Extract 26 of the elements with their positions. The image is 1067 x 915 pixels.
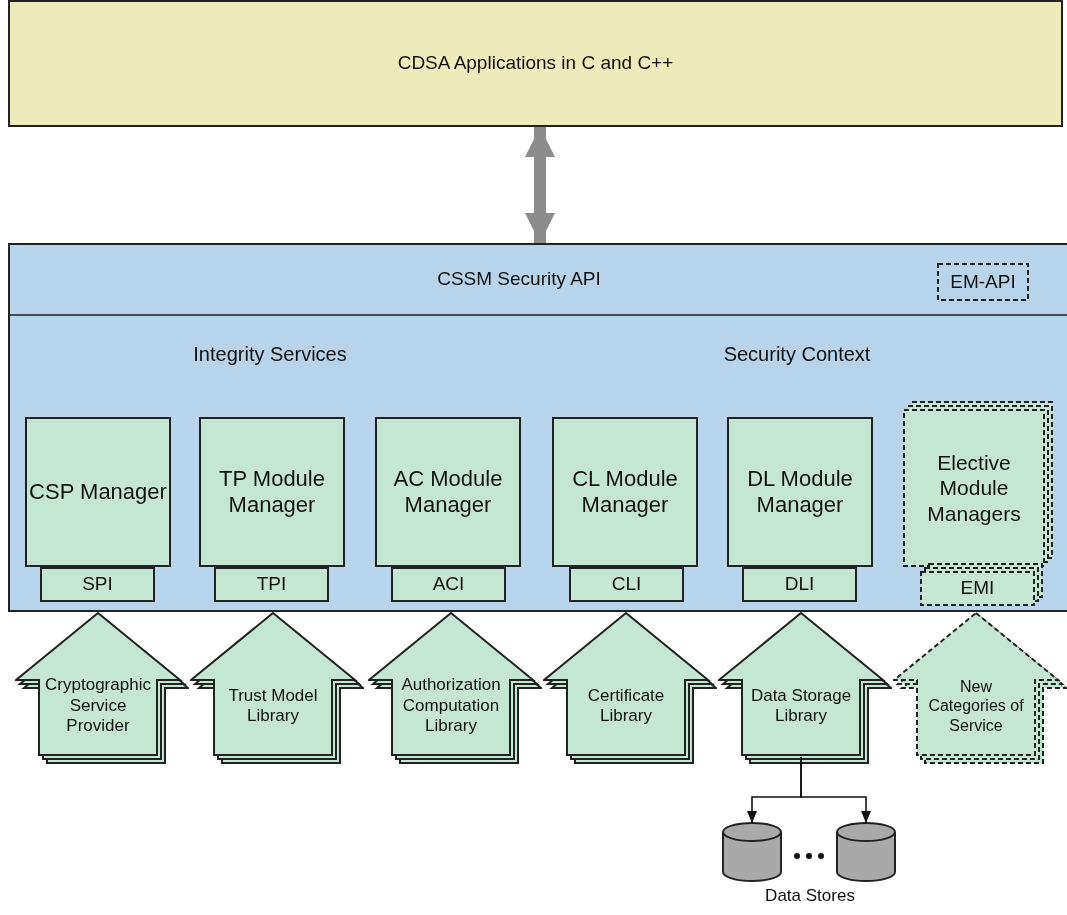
box-label: DLI [784,573,815,596]
box-label: CL Module Manager [571,465,679,519]
box-label: CSSM Security API [437,267,601,291]
box-label: EM-API [950,270,1016,294]
box-label: EMI [960,577,995,600]
box-label: New Categories of Service [927,677,1025,735]
double-arrow [525,127,555,243]
box-label: Authorization Computation Library [400,675,502,737]
arrow [800,756,871,824]
box-label: CSP Manager [29,478,167,506]
box-label: Trust Model Library [227,685,319,727]
box-label: AC Module Manager [392,465,504,519]
box-label: SPI [82,573,113,596]
box-label: CDSA Applications in C and C++ [397,52,674,75]
box-label: CLI [611,573,642,596]
box-label: TPI [256,573,287,596]
box-label: Cryptographic Service Provider [44,675,152,737]
box-label: Certificate Library [586,685,666,727]
box-label: DL Module Manager [746,465,854,519]
box-label: Data Storage Library [749,685,853,727]
box-label: Elective Module Managers [926,450,1022,526]
box-label: TP Module Manager [218,465,326,519]
text-label: Security Context [723,343,871,366]
text-label: Data Stores [765,886,855,906]
box-label: ACI [432,573,465,596]
text-label: Integrity Services [193,343,347,366]
